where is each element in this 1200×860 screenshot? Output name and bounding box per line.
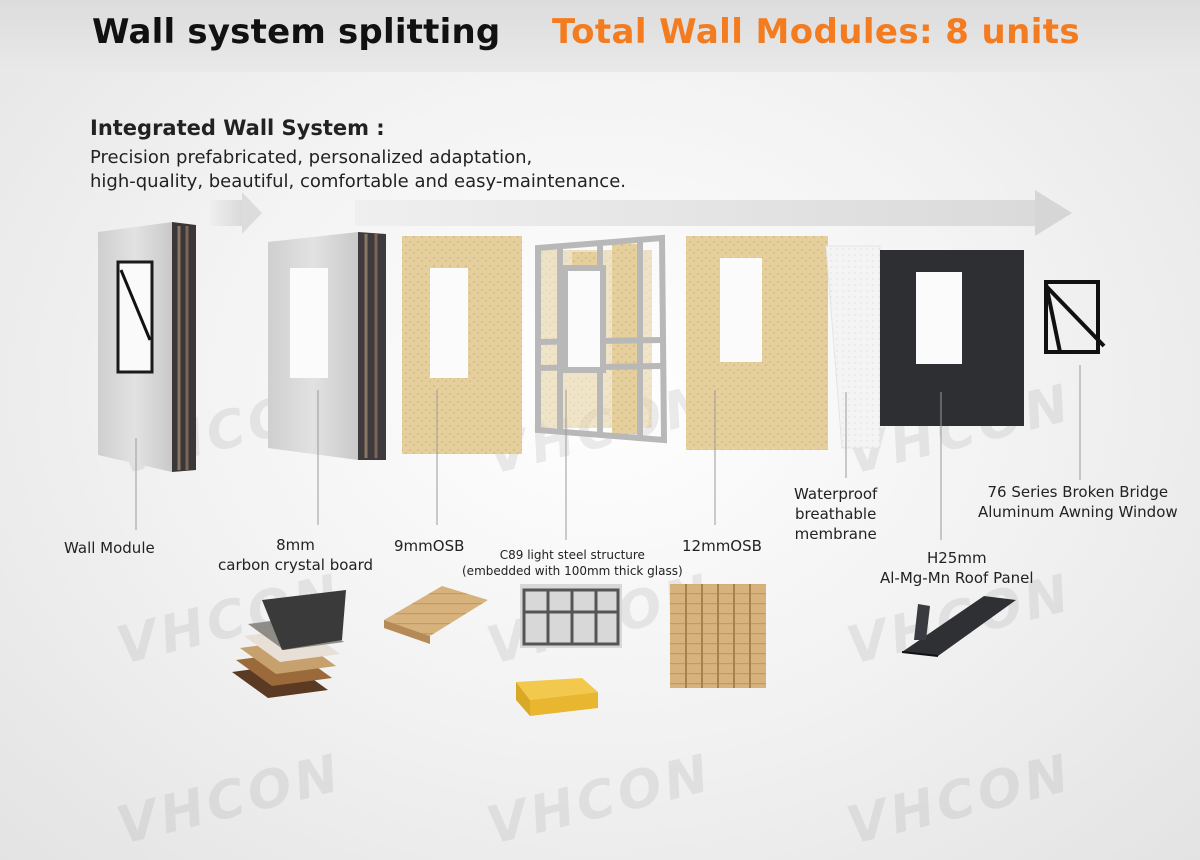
label-awning-window-name: Aluminum Awning Window: [978, 503, 1178, 521]
intro-line-1: Precision prefabricated, personalized ad…: [90, 147, 533, 168]
flow-arrow-long: [355, 190, 1072, 236]
label-wall-module: Wall Module: [64, 539, 155, 557]
label-roof-panel-size: H25mm: [926, 549, 987, 567]
wall-module-image: [98, 222, 196, 472]
label-membrane-line-1: Waterproof: [794, 485, 878, 503]
osb-9mm-panel-image: [402, 236, 522, 454]
intro-heading: Integrated Wall System :: [90, 116, 385, 140]
steel-insulation-sample: [516, 584, 622, 716]
label-membrane: Waterproof breathable membrane: [794, 484, 877, 544]
carbon-board-panel-image: [268, 232, 386, 460]
label-carbon-board: 8mm carbon crystal board: [218, 535, 373, 575]
label-steel-structure: C89 light steel structure (embedded with…: [462, 547, 683, 579]
label-osb-9mm: 9mmOSB: [394, 537, 465, 555]
label-steel-structure-note: (embedded with 100mm thick glass): [462, 564, 683, 578]
steel-frame-image: [535, 234, 668, 444]
osb-sample: [384, 586, 488, 644]
label-roof-panel: H25mm Al-Mg-Mn Roof Panel: [880, 548, 1034, 588]
label-awning-window-series: 76 Series Broken Bridge: [987, 483, 1169, 501]
intro-block: Integrated Wall System : Precision prefa…: [90, 116, 626, 194]
label-awning-window: 76 Series Broken Bridge Aluminum Awning …: [978, 482, 1178, 522]
label-osb-12mm: 12mmOSB: [682, 537, 762, 555]
intro-line-2: high-quality, beautiful, comfortable and…: [90, 171, 626, 192]
label-carbon-board-name: carbon crystal board: [218, 556, 374, 574]
header-bar: Wall system splitting Total Wall Modules…: [0, 0, 1200, 72]
leader-lines: [135, 365, 1081, 540]
flow-arrow-small: [210, 192, 262, 234]
membrane-panel-image: [825, 245, 881, 449]
osb-12mm-panel-image: [686, 236, 828, 450]
label-carbon-board-size: 8mm: [276, 536, 315, 554]
roof-panel-sample: [901, 596, 1016, 657]
awning-window-image: [1044, 280, 1106, 354]
label-membrane-line-3: membrane: [794, 525, 877, 543]
roof-panel-image: [880, 250, 1024, 426]
label-membrane-line-2: breathable: [795, 505, 877, 523]
total-modules: Total Wall Modules: 8 units: [552, 12, 1081, 52]
carbon-board-sample: [232, 590, 346, 698]
osb-12mm-sample: [670, 584, 766, 688]
label-steel-structure-name: C89 light steel structure: [499, 548, 645, 562]
page-title: Wall system splitting: [92, 12, 501, 52]
label-roof-panel-name: Al-Mg-Mn Roof Panel: [880, 569, 1034, 587]
